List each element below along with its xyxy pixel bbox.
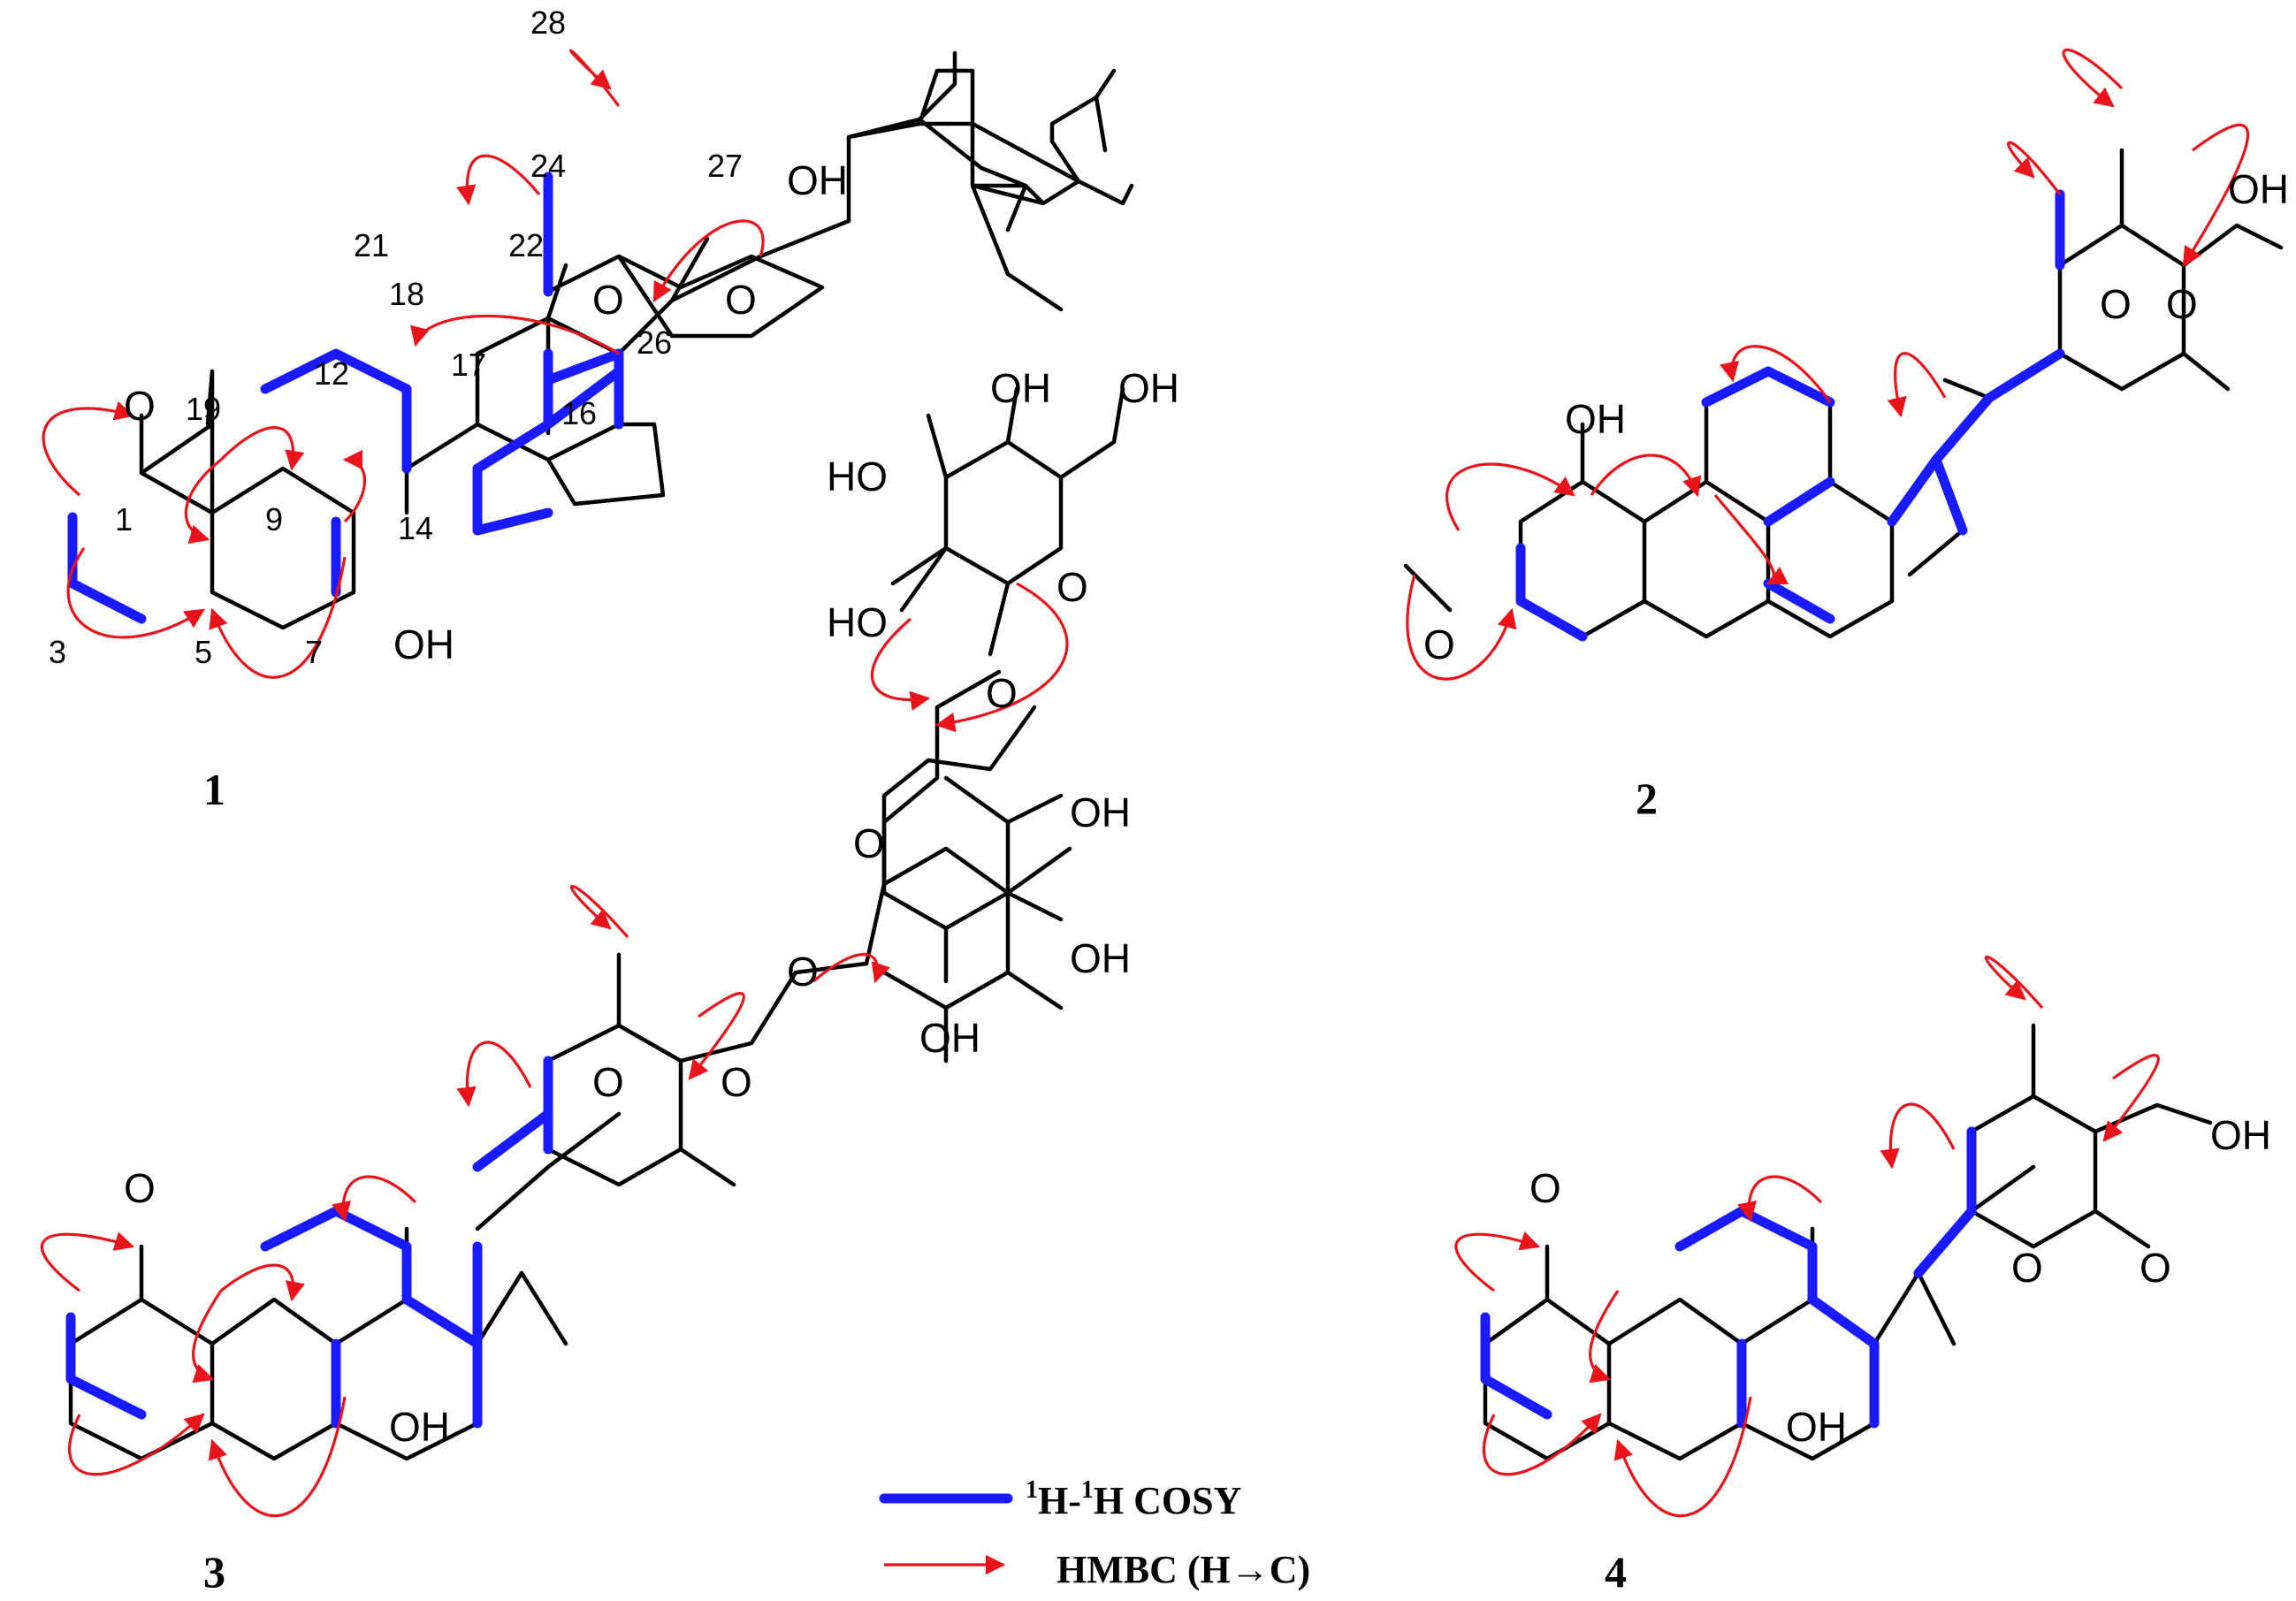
c1-num-12: 12 [314,355,349,392]
c1-num-16: 16 [561,395,597,431]
c3-atom-o-ring: O [592,1059,624,1105]
c4-atom-oh27: OH [2210,1112,2271,1158]
sugar-atom-1: OH [1118,365,1179,411]
compound-1-labels: O OH O O OH 28 24 27 21 22 18 26 19 12 1… [49,4,848,814]
c1-num-1: 1 [115,501,133,537]
c3-atom-o-carbonyl: O [721,1059,752,1105]
c2-atom-o-methoxy: O [1423,621,1455,667]
compound-3-labels: O OH O O O 3 [124,949,819,1597]
sugar-atom-5: O [986,670,1018,716]
c4-atom-o-carbonyl: O [2140,1245,2171,1291]
sugar-atom-4: O [1056,564,1088,610]
legend: 1H-1H COSY HMBC (H→C) [879,1476,1310,1591]
legend-hmbc-label: HMBC (H→C) [1056,1548,1310,1591]
c4-atom-o-keto: O [1529,1165,1561,1211]
c1-num-9: 9 [265,501,283,537]
c1-num-17: 17 [451,347,486,383]
sugar-atom-3: HO [827,599,888,645]
c1-num-21: 21 [354,227,389,263]
disaccharide-labels: OH OH HO HO O O O OH OH OH [827,365,1179,1061]
c2-atom-oh11: OH [1565,396,1626,442]
legend-cosy-mid: H- [1038,1479,1081,1522]
c1-num-27: 27 [707,148,743,184]
c1-atom-o-carbonyl: O [725,277,757,323]
sugar-atom-8: OH [1070,935,1131,981]
c1-num-26: 26 [637,324,672,361]
c2-atom-o-ring: O [2100,281,2132,327]
sugar-atom-0: OH [990,365,1051,411]
c1-num-22: 22 [508,227,544,263]
c3-atom-o-keto: O [124,1165,156,1211]
compound-4-structure [1454,956,2213,1518]
compound-3-id: 3 [203,1547,225,1597]
c1-num-24: 24 [530,148,566,184]
legend-cosy-end: H COSY [1094,1479,1241,1522]
c1-atom-o-ring: O [592,277,624,323]
c1-num-18: 18 [389,276,424,312]
compound-3-structure [40,705,1072,1518]
c1-atom-oh7: OH [393,621,454,667]
legend-cosy-label: 1H-1H COSY [1026,1476,1241,1522]
sugar-atom-2: HO [827,454,888,499]
legend-cosy-sup1: 1 [1026,1476,1038,1504]
compound-2-structure [1403,48,2284,681]
compound-2-id: 2 [1636,774,1658,823]
compound-4-id: 4 [1605,1547,1627,1597]
c4-atom-o-ring: O [2011,1245,2043,1291]
c1-num-3: 3 [49,634,66,670]
legend-cosy-sup2: 1 [1081,1476,1094,1504]
c1-num-14: 14 [398,510,433,546]
c3-atom-o-glyc: O [787,949,819,995]
c1-num-5: 5 [195,634,212,670]
c2-atom-o-carbonyl: O [2166,281,2198,327]
c1-num-28: 28 [530,4,566,41]
sugar-atom-6: O [853,820,885,866]
compound-1-id: 1 [203,765,225,814]
c1-num-19: 19 [186,391,221,427]
c1-num-7: 7 [305,634,323,670]
compound-4-labels: O OH O O OH 4 [1529,1112,2271,1597]
c1-atom-oh27: OH [787,157,848,203]
c3-atom-oh7: OH [389,1404,450,1450]
disaccharide-structure [871,386,1125,984]
sugar-atom-9: OH [919,1015,980,1061]
c4-atom-oh7: OH [1786,1404,1847,1450]
c2-atom-oh27: OH [2228,166,2289,212]
sugar-atom-7: OH [1070,789,1131,835]
compound-2-labels: OH O O O OH 2 [1423,166,2289,823]
compound-1-structure [42,49,1134,679]
c1-atom-o-keto: O [124,383,156,429]
